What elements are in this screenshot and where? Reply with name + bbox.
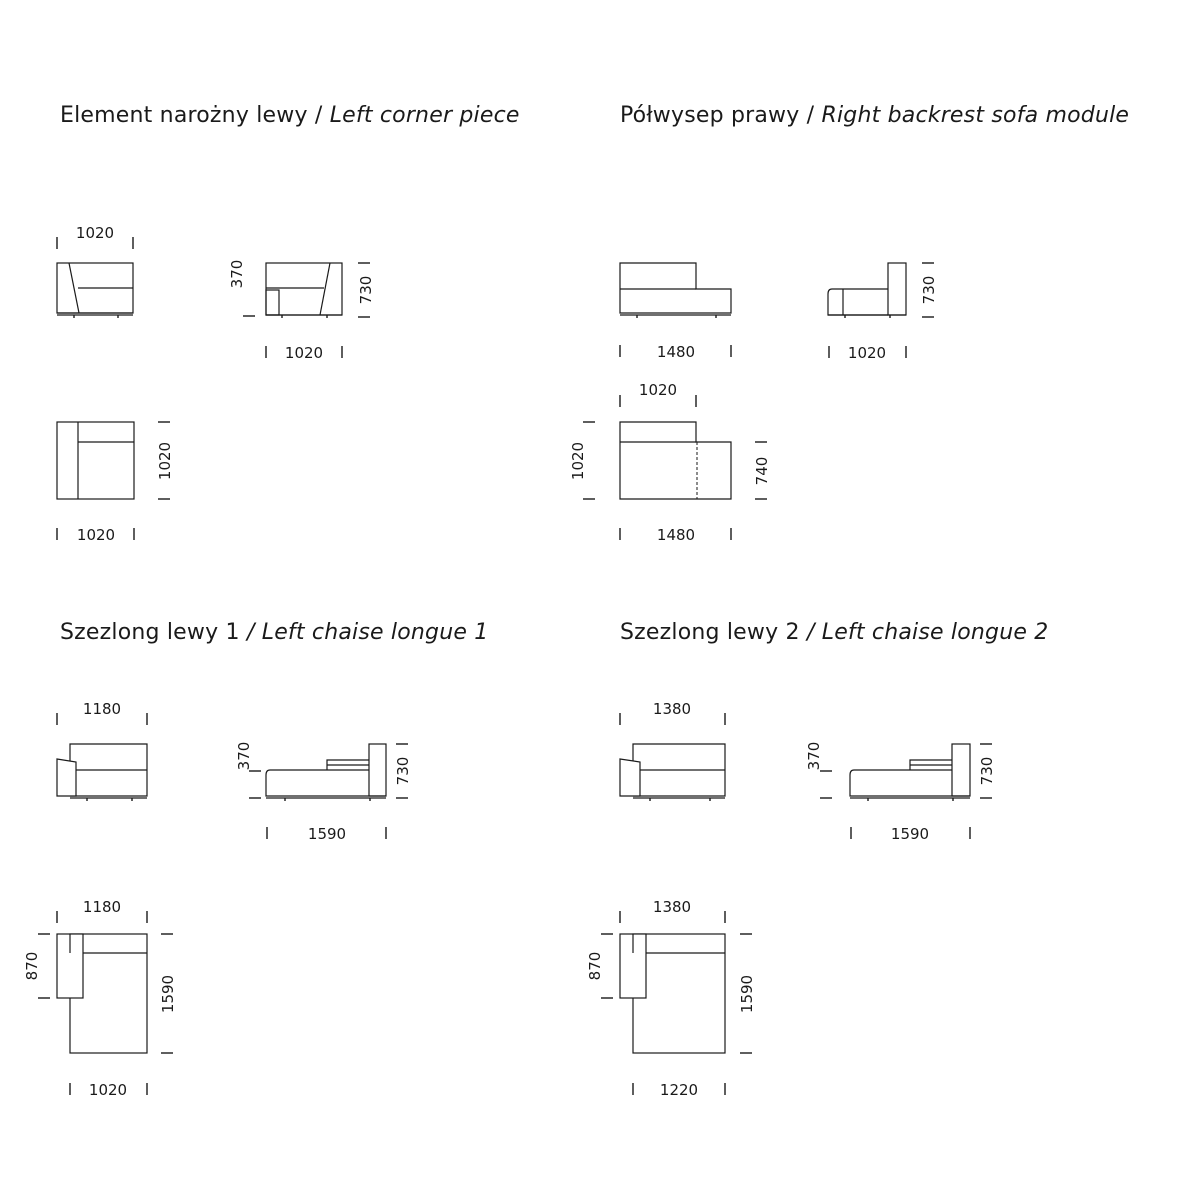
section-title-left-corner: Element narożny lewy / Left corner piece — [60, 103, 520, 128]
section-title-left-chaise-2: Szezlong lewy 2 / Left chaise longue 2 — [620, 620, 1048, 645]
dim-top-width-upper: 1380 — [653, 898, 691, 916]
title-polish: Element narożny lewy / — [60, 103, 323, 128]
title-english: / Left chaise longue 2 — [806, 620, 1049, 645]
chaise-2-side-view: 370 730 1590 — [805, 742, 996, 843]
dim-side-width: 1020 — [285, 344, 323, 362]
dim-seat-height: 370 — [235, 742, 253, 771]
dim-top-width-lower: 1220 — [660, 1081, 698, 1099]
chaise-1-top-view: 1180 870 1590 1020 — [23, 898, 177, 1099]
chaise-2-front-view: 1380 — [619, 700, 726, 801]
dim-seat-height: 370 — [805, 742, 823, 771]
right-backrest-side-view: 730 1020 — [827, 262, 938, 362]
dim-top-width-lower: 1020 — [89, 1081, 127, 1099]
dim-side-width: 1590 — [308, 825, 346, 843]
left-corner-front-view: 1020 — [56, 224, 134, 318]
dim-front-width: 1480 — [657, 343, 695, 361]
dim-top-back-width: 1020 — [639, 381, 677, 399]
dim-side-width: 1590 — [891, 825, 929, 843]
title-english: Right backrest sofa module — [821, 103, 1130, 128]
dim-total-height: 730 — [920, 276, 938, 305]
chaise-1-side-view: 370 730 1590 — [235, 742, 412, 843]
dim-top-right-depth: 740 — [753, 457, 771, 486]
dim-front-width: 1020 — [76, 224, 114, 242]
title-polish: Szezlong lewy 1 — [60, 620, 240, 645]
dim-top-arm-depth: 870 — [23, 952, 41, 981]
section-title-left-chaise-1: Szezlong lewy 1 / Left chaise longue 1 — [60, 620, 488, 645]
dim-top-width: 1020 — [77, 526, 115, 544]
dim-top-arm-depth: 870 — [586, 952, 604, 981]
left-corner-side-view: 370 730 1020 — [228, 260, 375, 362]
dim-front-width: 1380 — [653, 700, 691, 718]
title-polish: Półwysep prawy / — [620, 103, 815, 128]
dim-total-height: 730 — [357, 276, 375, 305]
title-polish: Szezlong lewy 2 — [620, 620, 800, 645]
dim-total-height: 730 — [394, 757, 412, 786]
dim-front-width: 1180 — [83, 700, 121, 718]
dim-top-depth: 1020 — [156, 442, 174, 480]
dim-top-depth: 1590 — [738, 975, 756, 1013]
title-english: / Left chaise longue 1 — [246, 620, 489, 645]
dim-top-depth: 1020 — [569, 442, 587, 480]
dim-seat-height: 370 — [228, 260, 246, 289]
right-backrest-top-view: 1020 1020 740 1480 — [569, 381, 771, 544]
dim-top-width: 1480 — [657, 526, 695, 544]
chaise-1-front-view: 1180 — [56, 700, 148, 801]
right-backrest-front-view: 1480 — [619, 262, 732, 361]
dim-top-depth: 1590 — [159, 975, 177, 1013]
chaise-2-top-view: 1380 870 1590 1220 — [586, 898, 756, 1099]
title-english: Left corner piece — [329, 103, 520, 128]
dim-side-width: 1020 — [848, 344, 886, 362]
dim-top-width-upper: 1180 — [83, 898, 121, 916]
left-corner-top-view: 1020 1020 — [56, 421, 174, 544]
dim-total-height: 730 — [978, 757, 996, 786]
section-title-right-backrest: Półwysep prawy / Right backrest sofa mod… — [620, 103, 1129, 128]
